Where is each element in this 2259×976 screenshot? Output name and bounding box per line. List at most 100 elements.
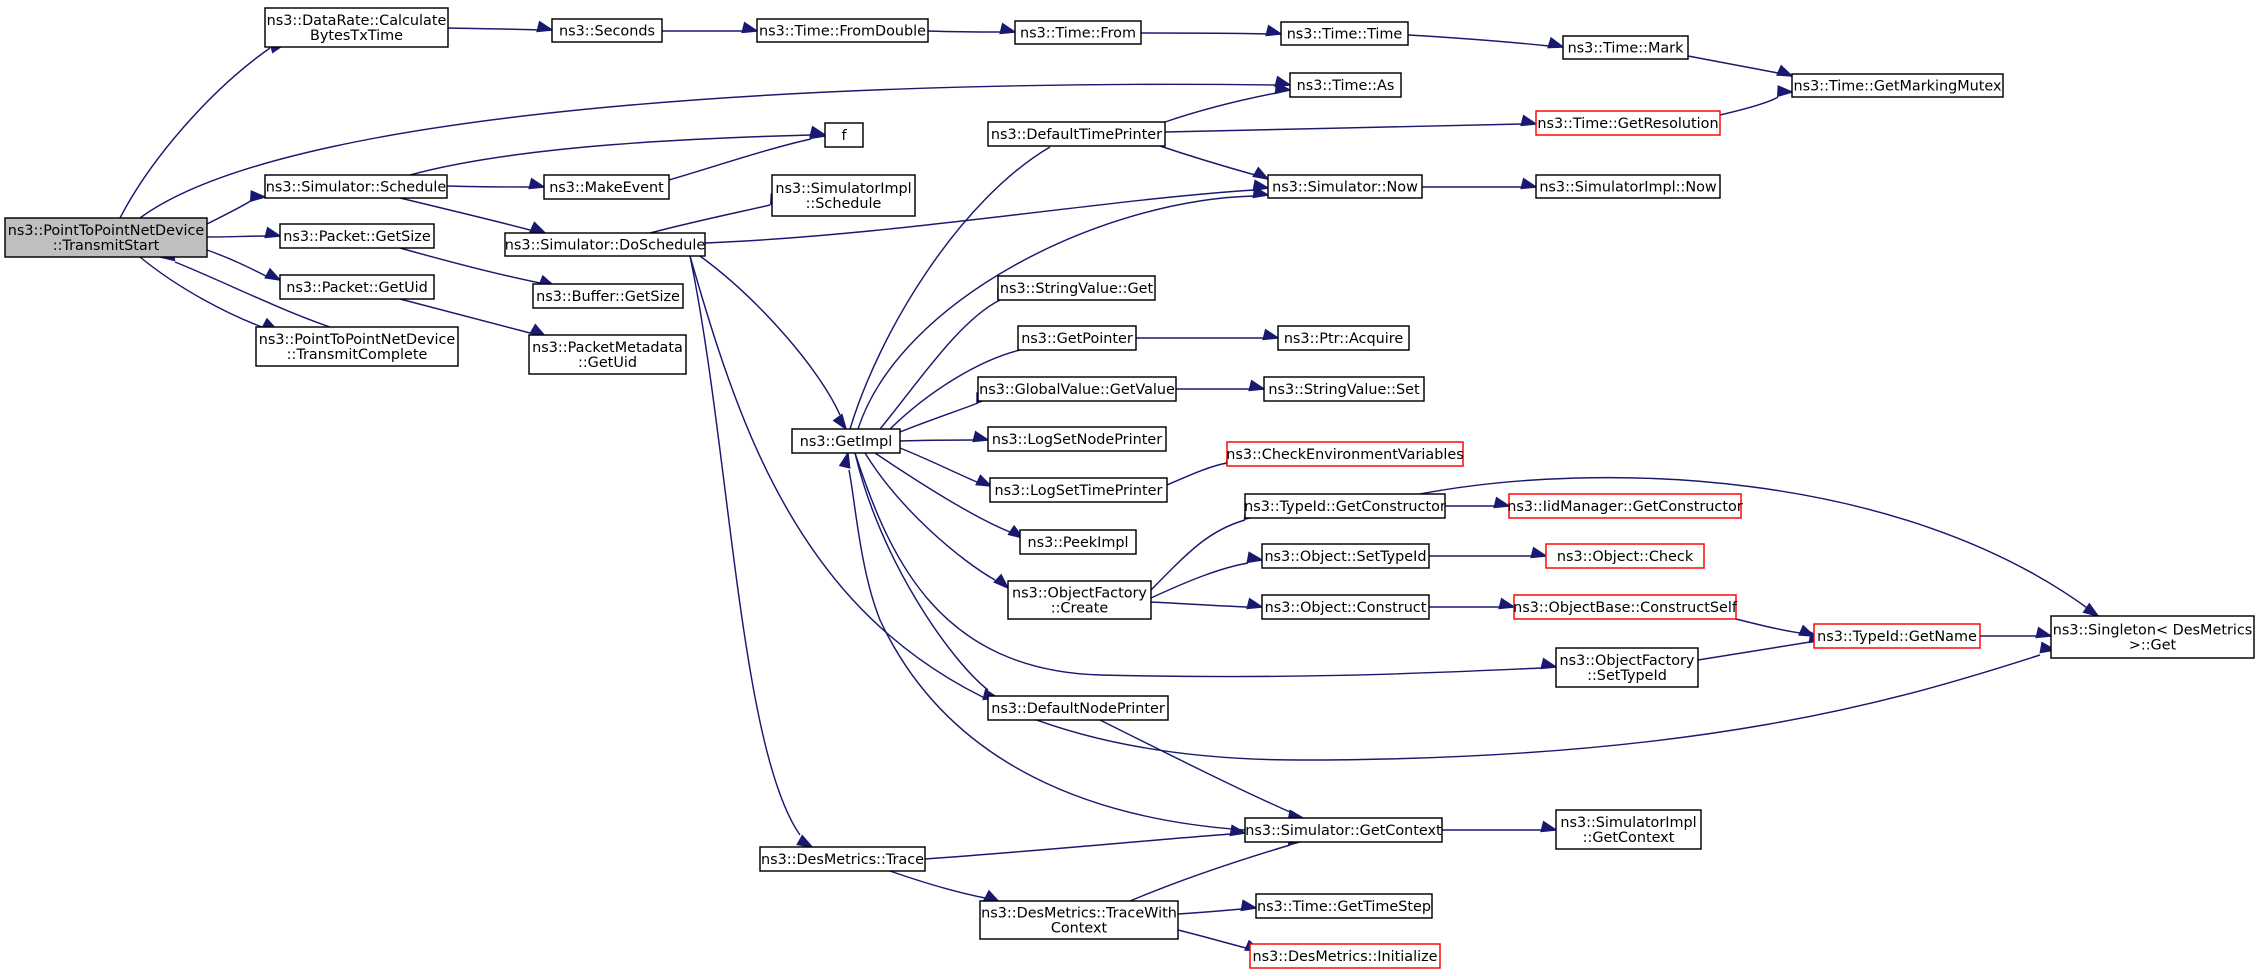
node-box[interactable] <box>1813 623 1981 649</box>
node-box[interactable] <box>1014 20 1142 45</box>
node-box[interactable] <box>997 275 1156 301</box>
node-settypeid[interactable]: ns3::Object::SetTypeId <box>1261 543 1430 569</box>
node-desinitialize[interactable]: ns3::DesMetrics::Initialize <box>1249 943 1441 969</box>
node-box[interactable] <box>1562 35 1689 60</box>
node-ptracquire[interactable]: ns3::Ptr::Acquire <box>1277 325 1410 351</box>
node-box[interactable] <box>1019 529 1137 555</box>
node-box[interactable] <box>1555 809 1702 850</box>
node-box[interactable] <box>264 174 448 199</box>
node-stringget[interactable]: ns3::StringValue::Get <box>997 275 1156 301</box>
node-simgetcontext[interactable]: ns3::Simulator::GetContext <box>1244 817 1443 843</box>
node-box[interactable] <box>1017 325 1137 351</box>
node-box[interactable] <box>1244 817 1443 843</box>
node-box[interactable] <box>1545 543 1705 569</box>
node-root[interactable]: ns3::PointToPointNetDevice::TransmitStar… <box>4 217 208 258</box>
node-box[interactable] <box>1508 493 1742 519</box>
node-box[interactable] <box>532 283 684 309</box>
node-box[interactable] <box>1267 174 1423 199</box>
node-pmgetuid[interactable]: ns3::PacketMetadata::GetUid <box>528 334 687 375</box>
node-box[interactable] <box>824 122 864 148</box>
node-objconstruct[interactable]: ns3::Object::Construct <box>1261 594 1430 620</box>
node-box[interactable] <box>1263 376 1425 402</box>
node-buffergetsize[interactable]: ns3::Buffer::GetSize <box>532 283 684 309</box>
node-timemark[interactable]: ns3::Time::Mark <box>1562 35 1689 60</box>
node-constructself[interactable]: ns3::ObjectBase::ConstructSelf <box>1513 594 1738 620</box>
node-box[interactable] <box>979 900 1179 940</box>
node-makeevent[interactable]: ns3::MakeEvent <box>543 174 670 200</box>
node-box[interactable] <box>1249 943 1441 969</box>
node-transmitcomplete[interactable]: ns3::PointToPointNetDevice::TransmitComp… <box>255 326 459 367</box>
node-logsettime[interactable]: ns3::LogSetTimePrinter <box>989 477 1168 503</box>
node-box[interactable] <box>1261 594 1430 620</box>
node-desmetricstrace[interactable]: ns3::DesMetrics::Trace <box>759 846 926 872</box>
node-timefrom[interactable]: ns3::Time::From <box>1014 20 1142 45</box>
node-box[interactable] <box>1535 174 1721 199</box>
node-box[interactable] <box>504 232 706 257</box>
node-typeidgetname[interactable]: ns3::TypeId::GetName <box>1813 623 1981 649</box>
node-box[interactable] <box>759 846 926 872</box>
node-box[interactable] <box>551 18 663 43</box>
node-getconstructor[interactable]: ns3::TypeId::GetConstructor <box>1244 493 1446 519</box>
node-implnow[interactable]: ns3::SimulatorImpl::Now <box>1535 174 1721 199</box>
node-box[interactable] <box>4 217 208 258</box>
node-checkenv[interactable]: ns3::CheckEnvironmentVariables <box>1226 441 1464 467</box>
node-box[interactable] <box>1277 325 1410 351</box>
node-getpointer[interactable]: ns3::GetPointer <box>1017 325 1137 351</box>
node-timeas[interactable]: ns3::Time::As <box>1289 72 1402 98</box>
node-objcheck[interactable]: ns3::Object::Check <box>1545 543 1705 569</box>
node-box[interactable] <box>1261 543 1430 569</box>
node-box[interactable] <box>1289 72 1402 98</box>
node-box[interactable] <box>987 695 1169 721</box>
node-schedule[interactable]: ns3::Simulator::Schedule <box>264 174 448 199</box>
node-gettimestep[interactable]: ns3::Time::GetTimeStep <box>1255 893 1433 919</box>
node-box[interactable] <box>279 223 435 249</box>
node-defaulttimeprinter[interactable]: ns3::DefaultTimePrinter <box>987 121 1166 147</box>
node-getimpl[interactable]: ns3::GetImpl <box>791 428 901 454</box>
node-box[interactable] <box>977 376 1177 402</box>
node-singletonget[interactable]: ns3::Singleton< DesMetrics >::Get <box>2050 615 2255 659</box>
node-box[interactable] <box>1244 493 1446 519</box>
node-box[interactable] <box>1226 441 1464 467</box>
node-implgetcontext[interactable]: ns3::SimulatorImpl::GetContext <box>1555 809 1702 850</box>
node-box[interactable] <box>1007 580 1152 620</box>
node-box[interactable] <box>279 274 435 300</box>
node-logsetnode[interactable]: ns3::LogSetNodePrinter <box>987 426 1167 452</box>
node-implschedule[interactable]: ns3::SimulatorImpl::Schedule <box>771 174 916 217</box>
node-ofcreate[interactable]: ns3::ObjectFactory::Create <box>1007 580 1152 620</box>
node-getresolution[interactable]: ns3::Time::GetResolution <box>1535 110 1721 136</box>
node-box[interactable] <box>1255 893 1433 919</box>
node-seconds[interactable]: ns3::Seconds <box>551 18 663 43</box>
node-fromdouble[interactable]: ns3::Time::FromDouble <box>756 18 929 43</box>
node-ofsettypeid[interactable]: ns3::ObjectFactory::SetTypeId <box>1555 647 1699 688</box>
node-f[interactable]: f <box>824 122 864 148</box>
node-box[interactable] <box>1555 647 1699 688</box>
node-box[interactable] <box>255 326 459 367</box>
node-getsize[interactable]: ns3::Packet::GetSize <box>279 223 435 249</box>
node-box[interactable] <box>1280 21 1409 46</box>
node-box[interactable] <box>791 428 901 454</box>
node-iidgetconstructor[interactable]: ns3::IidManager::GetConstructor <box>1507 493 1743 519</box>
node-globalgetvalue[interactable]: ns3::GlobalValue::GetValue <box>977 376 1177 402</box>
node-box[interactable] <box>1535 110 1721 136</box>
node-box[interactable] <box>987 121 1166 147</box>
node-doschedule[interactable]: ns3::Simulator::DoSchedule <box>504 232 706 257</box>
node-box[interactable] <box>987 426 1167 452</box>
node-box[interactable] <box>1513 594 1737 620</box>
node-box[interactable] <box>771 174 916 217</box>
node-box[interactable] <box>543 174 670 200</box>
node-stringset[interactable]: ns3::StringValue::Set <box>1263 376 1425 402</box>
node-simnow[interactable]: ns3::Simulator::Now <box>1267 174 1423 199</box>
node-getuid[interactable]: ns3::Packet::GetUid <box>279 274 435 300</box>
node-box[interactable] <box>989 477 1168 503</box>
node-box[interactable] <box>528 334 687 375</box>
node-defaultnodeprinter[interactable]: ns3::DefaultNodePrinter <box>987 695 1169 721</box>
node-box[interactable] <box>264 7 449 48</box>
node-timetime[interactable]: ns3::Time::Time <box>1280 21 1409 46</box>
node-box[interactable] <box>2050 615 2255 659</box>
node-box[interactable] <box>756 18 929 43</box>
node-peekimpl[interactable]: ns3::PeekImpl <box>1019 529 1137 555</box>
node-box[interactable] <box>1791 73 2004 98</box>
node-markingmutex[interactable]: ns3::Time::GetMarkingMutex <box>1791 73 2004 98</box>
